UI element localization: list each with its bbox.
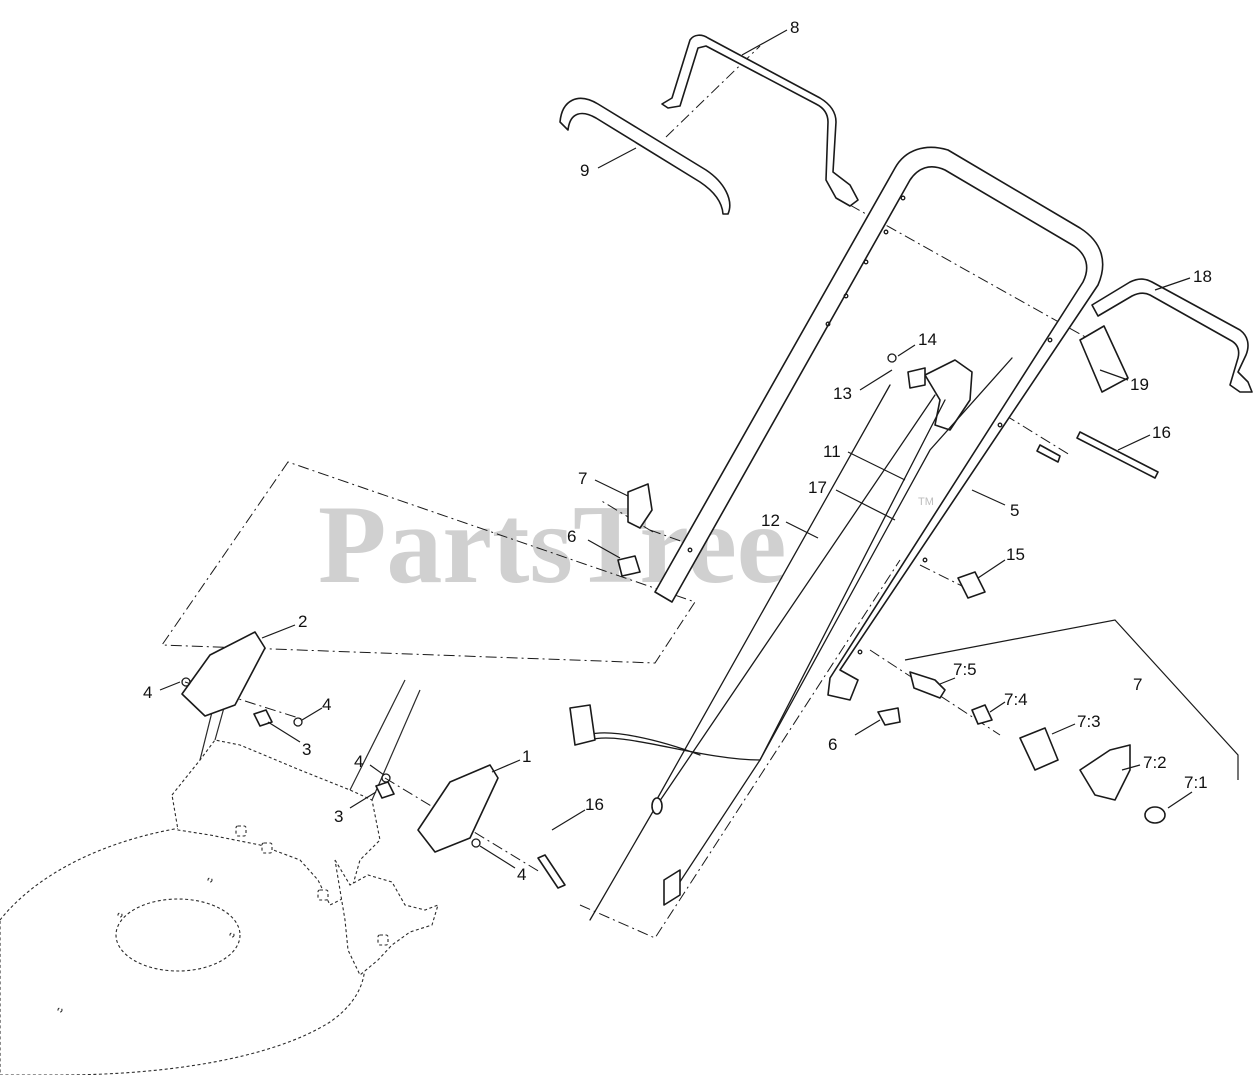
callout-5: 5 xyxy=(1010,501,1019,520)
speed-control xyxy=(887,353,973,431)
callout-7-assembly: 7 xyxy=(1133,675,1142,694)
watermark-trademark: TM xyxy=(918,496,934,508)
callout-13: 13 xyxy=(833,384,852,403)
callout-leaders xyxy=(159,29,1193,869)
callout-3-lower: 3 xyxy=(334,807,343,826)
callout-4-lower: 4 xyxy=(517,865,526,884)
mower-deck xyxy=(0,647,439,1075)
callout-15: 15 xyxy=(1006,545,1025,564)
connector-15 xyxy=(957,571,986,599)
callout-17: 17 xyxy=(808,478,827,497)
bolt-3-lower xyxy=(375,781,395,799)
callout-3-upper: 3 xyxy=(302,740,311,759)
callout-4-right: 4 xyxy=(322,695,331,714)
handle-grip xyxy=(559,97,731,215)
control-cables xyxy=(569,357,1013,921)
callout-16-upper: 16 xyxy=(1152,423,1171,442)
callout-1: 1 xyxy=(522,747,531,766)
callout-7-4: 7:4 xyxy=(1004,690,1028,709)
callout-11: 11 xyxy=(823,442,841,461)
callout-6-lower: 6 xyxy=(828,735,837,754)
callout-8: 8 xyxy=(790,18,799,37)
callout-7-knob: 7 xyxy=(578,469,587,488)
bracket-1 xyxy=(417,764,499,853)
upper-handle xyxy=(654,146,1104,701)
callout-labels: 8 9 18 14 13 19 16 11 17 5 12 7 6 15 2 4… xyxy=(143,18,1212,884)
handle-knob-assembly xyxy=(877,619,1239,824)
rear-bail xyxy=(1091,278,1253,393)
bracket-2 xyxy=(181,631,266,717)
rod-lower xyxy=(537,854,566,889)
bolt-upper-handle xyxy=(1036,444,1061,463)
callout-6-upper: 6 xyxy=(567,527,576,546)
callout-19: 19 xyxy=(1130,375,1149,394)
rod-upper xyxy=(1076,431,1159,479)
handle-knob-upper xyxy=(627,483,653,529)
callout-4-left: 4 xyxy=(143,683,152,702)
callout-12: 12 xyxy=(761,511,780,530)
bolt-3-upper xyxy=(253,709,273,727)
bail-bar xyxy=(661,34,859,207)
callout-7-3: 7:3 xyxy=(1077,712,1101,731)
callout-9: 9 xyxy=(580,161,589,180)
callout-2: 2 xyxy=(298,612,307,631)
callout-18: 18 xyxy=(1193,267,1212,286)
callout-16-lower: 16 xyxy=(585,795,604,814)
callout-4-mid: 4 xyxy=(354,752,363,771)
callout-7-1: 7:1 xyxy=(1184,773,1208,792)
bolt-6-left xyxy=(617,555,641,577)
callout-7-2: 7:2 xyxy=(1143,753,1167,772)
grip-pad xyxy=(1079,325,1129,393)
callout-7-5: 7:5 xyxy=(953,660,977,679)
callout-14: 14 xyxy=(918,330,937,349)
